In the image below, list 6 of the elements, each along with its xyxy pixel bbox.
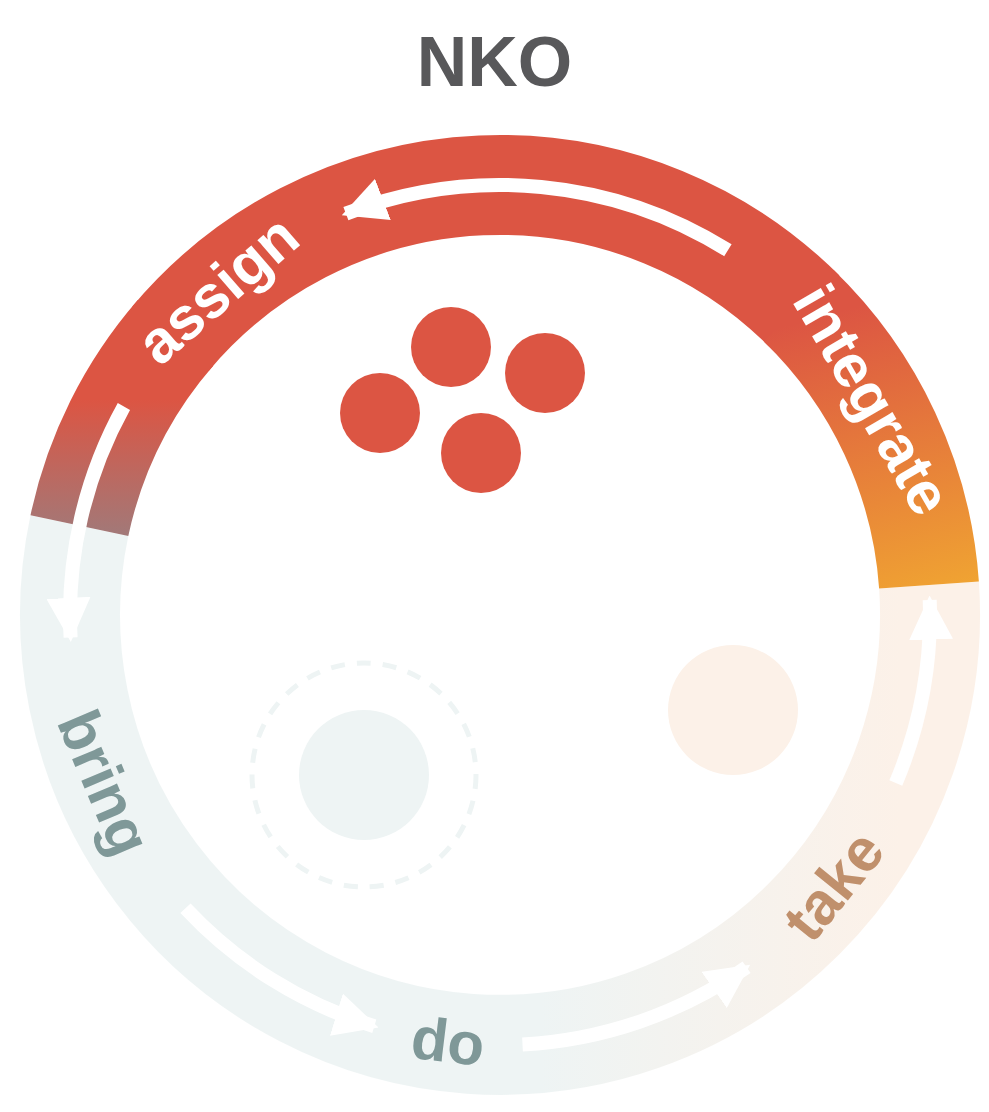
step-label: take	[773, 820, 896, 952]
step-label: do	[407, 1007, 488, 1076]
title: NKO	[415, 22, 574, 102]
arrow	[341, 178, 732, 257]
arrow	[48, 403, 131, 642]
step-label: bring	[47, 702, 162, 864]
